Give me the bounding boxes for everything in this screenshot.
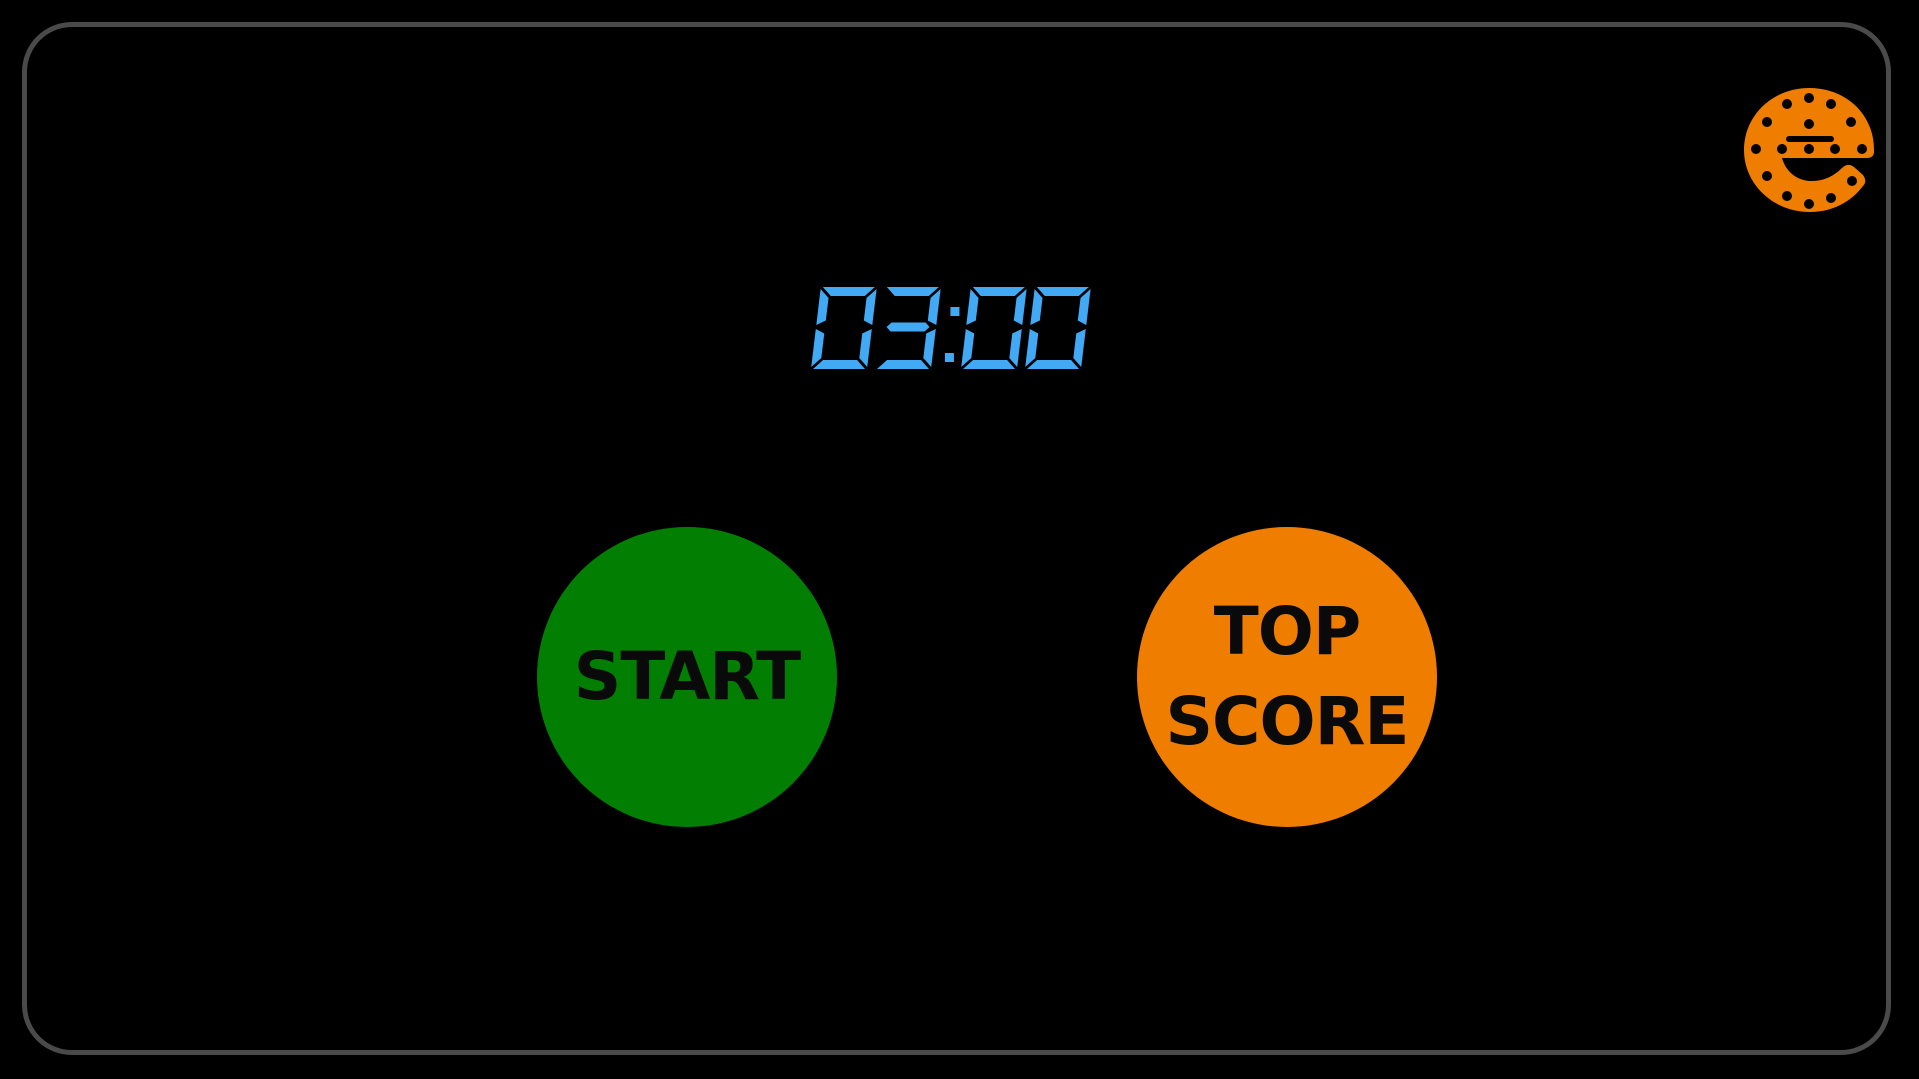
- segment-b: [927, 289, 941, 325]
- segment-a: [822, 287, 875, 296]
- segment-c: [858, 329, 872, 367]
- start-button[interactable]: START: [537, 527, 837, 827]
- orange-dotted-e-logo-icon[interactable]: [1742, 84, 1876, 224]
- countdown-timer: 03:00: [807, 285, 1107, 377]
- segment-e: [960, 329, 974, 367]
- top-score-button[interactable]: TOP SCORE: [1137, 527, 1437, 827]
- segment-d: [812, 360, 865, 369]
- segment-g: [886, 322, 930, 332]
- colon-dot-top: [949, 307, 959, 316]
- segment-c: [922, 329, 936, 367]
- segment-b: [1077, 289, 1091, 325]
- segment-c: [1008, 329, 1022, 367]
- segment-a: [886, 287, 939, 296]
- segment-f: [815, 289, 829, 325]
- segment-c: [1072, 329, 1086, 367]
- segment-f: [965, 289, 979, 325]
- segment-a: [1036, 287, 1089, 296]
- colon-dot-bottom: [944, 353, 954, 362]
- segment-e: [1024, 329, 1038, 367]
- top-score-label-line1: TOP: [1213, 593, 1361, 670]
- game-screen-frame: 03:00 START TOP SCORE: [22, 22, 1891, 1055]
- segment-d: [962, 360, 1015, 369]
- segment-e: [810, 329, 824, 367]
- seven-segment-display: [810, 287, 1091, 369]
- segment-a: [972, 287, 1025, 296]
- segment-f: [1029, 289, 1043, 325]
- segment-b: [1013, 289, 1027, 325]
- start-button-label: START: [573, 638, 801, 715]
- segment-d: [876, 360, 929, 369]
- segment-b: [863, 289, 877, 325]
- segment-d: [1026, 360, 1079, 369]
- top-score-label-line2: SCORE: [1165, 683, 1410, 760]
